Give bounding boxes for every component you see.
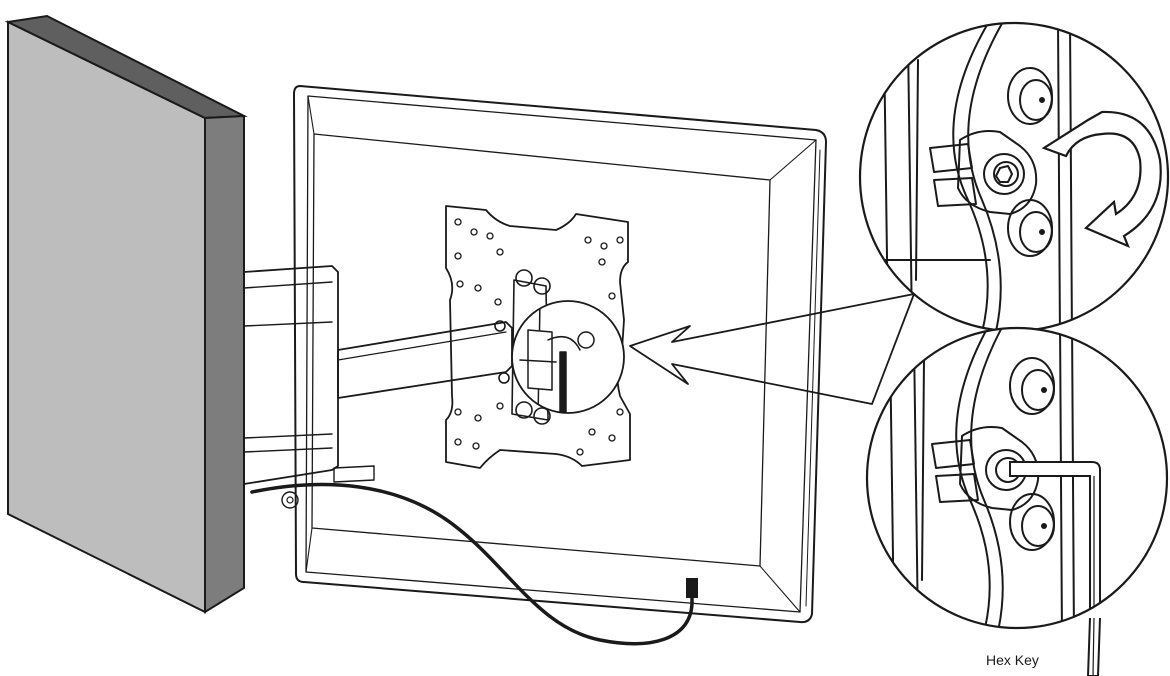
bolt-upper <box>1007 67 1053 125</box>
power-cable <box>250 482 694 646</box>
arm-lower-tab <box>333 465 375 483</box>
magnified-view-bottom <box>865 326 1169 630</box>
bolt-lower-2 <box>1009 493 1055 551</box>
wall-face <box>7 20 206 614</box>
hex-key-label: Hex Key <box>986 652 1039 668</box>
vesa-plate-outline <box>445 205 631 469</box>
cable-plug <box>686 578 698 598</box>
swing-arm <box>337 321 513 399</box>
hex-key-handle <box>1086 617 1101 676</box>
callout-arrow-icon <box>629 293 915 405</box>
wall-side-edge <box>204 114 245 614</box>
rotate-arrow-icon <box>1041 110 1162 249</box>
wall-plate <box>243 265 339 485</box>
vesa-holes <box>454 218 624 456</box>
magnified-view-top <box>858 21 1170 333</box>
wall-block <box>4 14 248 614</box>
detail-circle-small <box>511 300 625 414</box>
mount-arm <box>243 265 513 509</box>
arm-pivot <box>281 491 299 509</box>
tv-back <box>293 85 827 624</box>
vesa-plate <box>445 205 631 469</box>
bolt-upper-2 <box>1009 357 1055 415</box>
tv-outer-frame <box>293 85 827 624</box>
knob-top <box>929 130 1038 215</box>
